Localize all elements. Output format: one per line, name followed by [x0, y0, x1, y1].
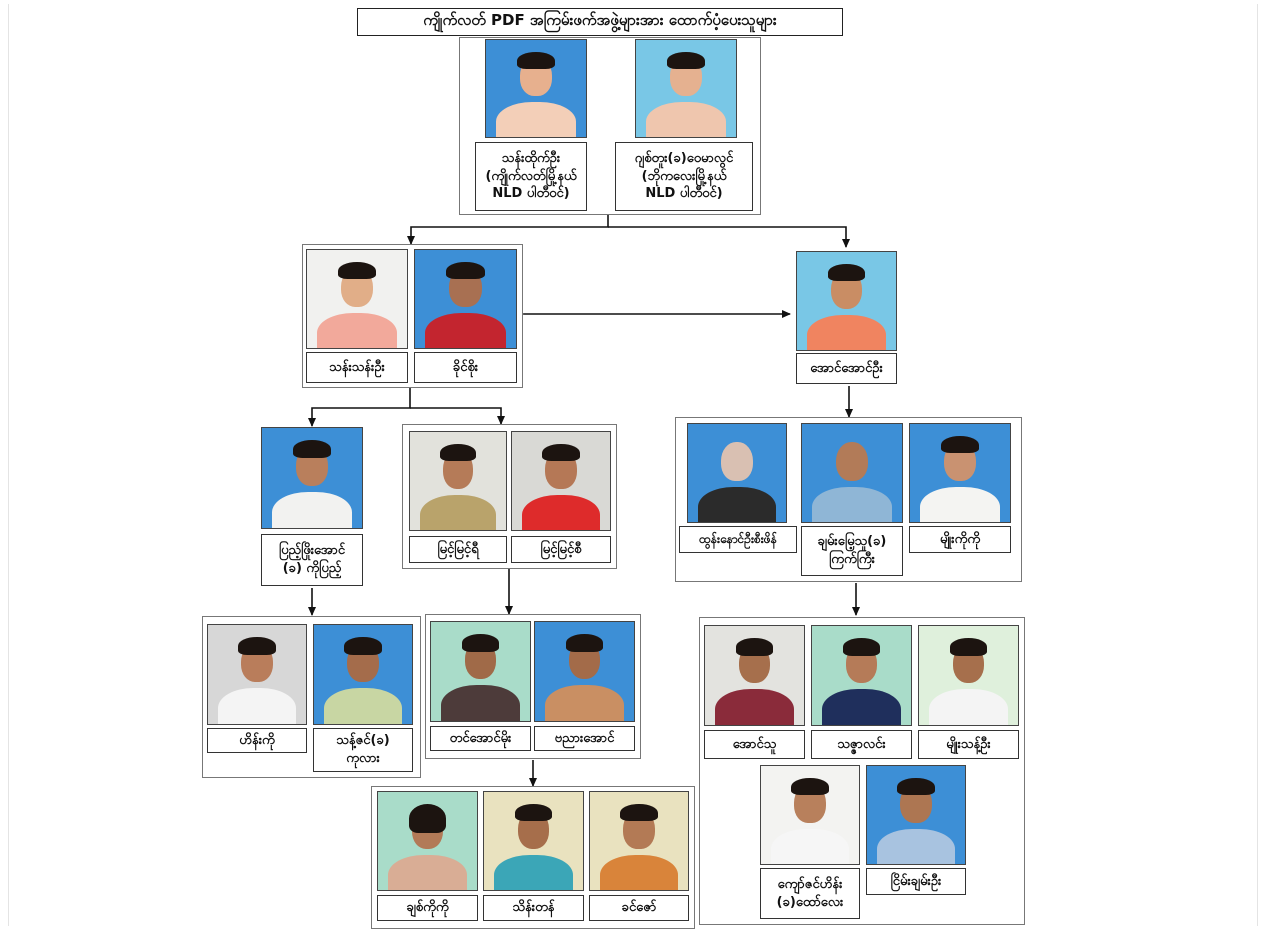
person-card-myo-ko-ko: မျိုးကိုကို — [909, 423, 1011, 553]
portrait-photo — [313, 624, 413, 725]
person-card-chan-myae-thu: ချမ်းမြေ့သူ(ခ) ကြက်ကြီး — [801, 423, 903, 576]
person-name: ခိုင်စိုး — [414, 352, 517, 383]
person-card-khin-zaw: ခင်ဇော် — [589, 791, 689, 921]
portrait-photo — [409, 431, 507, 531]
portrait-photo — [866, 765, 966, 865]
person-card-thant-zin: သန့်ဇင်(ခ) ကုလား — [313, 624, 413, 772]
person-card-thazin-lin: သဇ္ဇာလင်း — [811, 625, 912, 759]
person-name: မျိုးကိုကို — [909, 526, 1011, 553]
person-name: မျိုးသန့်ဦး — [918, 730, 1019, 759]
person-name: သိန်းတန် — [483, 895, 584, 921]
arrow-couple-to-myint — [410, 407, 505, 425]
person-name: ဂျစ်တူး(ခ)ဝေမာလွင် (ဘိုကလေးမြို့နယ် NLD … — [615, 142, 753, 211]
portrait-photo — [430, 621, 531, 722]
portrait-photo — [485, 39, 587, 138]
portrait-photo — [704, 625, 805, 726]
person-name: အောင်အောင်ဦး — [796, 353, 897, 384]
person-name: ဟိန်းကို — [207, 728, 307, 753]
arrow-leaders-to-couple — [407, 214, 609, 245]
portrait-photo — [306, 249, 408, 349]
portrait-photo — [909, 423, 1011, 523]
person-name: မြင့်မြင့်စီ — [511, 536, 611, 563]
person-card-hein-ko: ဟိန်းကို — [207, 624, 307, 753]
person-card-htun-naung-oo: ထွန်းနောင်ဦးစီးဖိန် — [679, 423, 797, 553]
arrow-couple-to-pyae — [308, 388, 411, 427]
portrait-photo — [796, 251, 897, 351]
person-card-kyaw-zin-hein: ကျော်ဇင်ဟိန်း (ခ)ထော်လေး — [760, 765, 860, 919]
person-card-tin-aung-moe: တင်အောင်မိုး — [430, 621, 531, 751]
person-name: ကျော်ဇင်ဟိန်း (ခ)ထော်လေး — [760, 868, 860, 919]
person-card-than-than-oo: သန်းသန်းဦး — [306, 249, 408, 383]
person-card-nyein-chan-oo: ငြိမ်းချမ်းဦး — [866, 765, 966, 895]
person-card-chit-ko-ko: ချစ်ကိုကို — [377, 791, 478, 921]
portrait-photo — [483, 791, 584, 891]
portrait-photo — [261, 427, 363, 529]
person-name: ချမ်းမြေ့သူ(ခ) ကြက်ကြီး — [801, 526, 903, 576]
person-card-khaing-soe: ခိုင်စိုး — [414, 249, 517, 383]
portrait-photo — [589, 791, 689, 891]
person-name: သဇ္ဇာလင်း — [811, 730, 912, 759]
person-name: ထွန်းနောင်ဦးစီးဖိန် — [679, 526, 797, 553]
person-name: ဗညားအောင် — [534, 726, 635, 751]
person-card-pyae-phyo-aung: ပြည့်ဖြိုးအောင် (ခ) ကိုပြည့် — [261, 427, 363, 586]
diagram-title: ကျိုက်လတ် PDF အကြမ်းဖက်အဖွဲ့များအား ထောက… — [357, 8, 843, 36]
person-name: တင်အောင်မိုး — [430, 726, 531, 751]
portrait-photo — [687, 423, 787, 523]
person-name: ပြည့်ဖြိုးအောင် (ခ) ကိုပြည့် — [261, 534, 363, 586]
portrait-photo — [377, 791, 478, 891]
person-card-aung-thu: အောင်သူ — [704, 625, 805, 759]
arrow-leaders-to-aung — [608, 226, 850, 248]
portrait-photo — [801, 423, 903, 523]
person-name: အောင်သူ — [704, 730, 805, 759]
portrait-photo — [635, 39, 737, 138]
person-card-aung-aung-oo: အောင်အောင်ဦး — [796, 251, 897, 384]
person-name: သန်းထိုက်ဦး (ကျိုက်လတ်မြို့နယ် NLD ပါတီဝ… — [475, 142, 587, 211]
person-name: မြင့်မြင့်ရီ — [409, 536, 507, 563]
person-name: သန်းသန်းဦး — [306, 352, 408, 383]
portrait-photo — [811, 625, 912, 726]
person-card-than-htike-oo: သန်းထိုက်ဦး (ကျိုက်လတ်မြို့နယ် NLD ပါတီဝ… — [475, 39, 587, 211]
person-card-myo-thant-oo: မျိုးသန့်ဦး — [918, 625, 1019, 759]
person-card-jit-tu: ဂျစ်တူး(ခ)ဝေမာလွင် (ဘိုကလေးမြို့နယ် NLD … — [615, 39, 753, 211]
person-card-banyar-aung: ဗညားအောင် — [534, 621, 635, 751]
diagram-frame — [8, 4, 1258, 926]
portrait-photo — [918, 625, 1019, 726]
portrait-photo — [511, 431, 611, 531]
person-name: ခင်ဇော် — [589, 895, 689, 921]
portrait-photo — [414, 249, 517, 349]
person-card-myint-myint-si: မြင့်မြင့်စီ — [511, 431, 611, 563]
portrait-photo — [534, 621, 635, 722]
portrait-photo — [207, 624, 307, 725]
person-name: ငြိမ်းချမ်းဦး — [866, 868, 966, 895]
portrait-photo — [760, 765, 860, 865]
person-name: သန့်ဇင်(ခ) ကုလား — [313, 728, 413, 772]
person-name: ချစ်ကိုကို — [377, 895, 478, 921]
person-card-myint-myint-yi: မြင့်မြင့်ရီ — [409, 431, 507, 563]
person-card-thein-tan: သိန်းတန် — [483, 791, 584, 921]
